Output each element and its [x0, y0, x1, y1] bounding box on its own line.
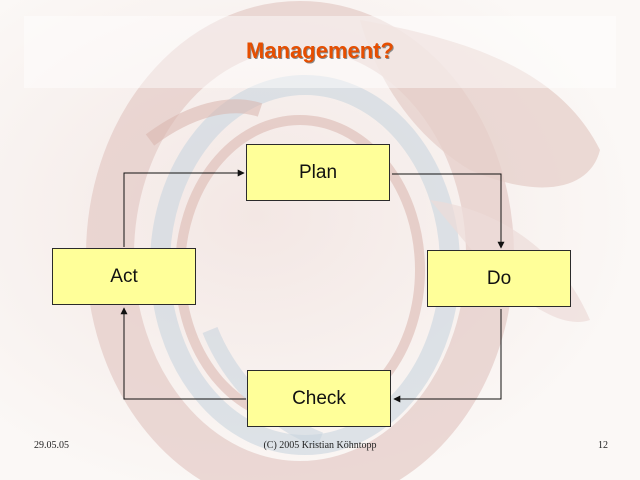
footer-copyright: (C) 2005 Kristian Köhntopp [263, 440, 377, 451]
arrow-check-to-act [120, 307, 246, 400]
node-check: Check [247, 370, 391, 427]
node-do: Do [427, 250, 571, 307]
node-plan: Plan [246, 144, 390, 201]
slide-title: Management? [246, 38, 394, 63]
node-act: Act [52, 248, 196, 305]
arrow-act-to-plan [123, 169, 245, 247]
arrow-plan-to-do [392, 173, 505, 249]
arrow-do-to-check [393, 309, 502, 403]
footer-date: 29.05.05 [34, 440, 69, 451]
footer-page-number: 12 [598, 440, 608, 451]
title-band [24, 16, 616, 88]
